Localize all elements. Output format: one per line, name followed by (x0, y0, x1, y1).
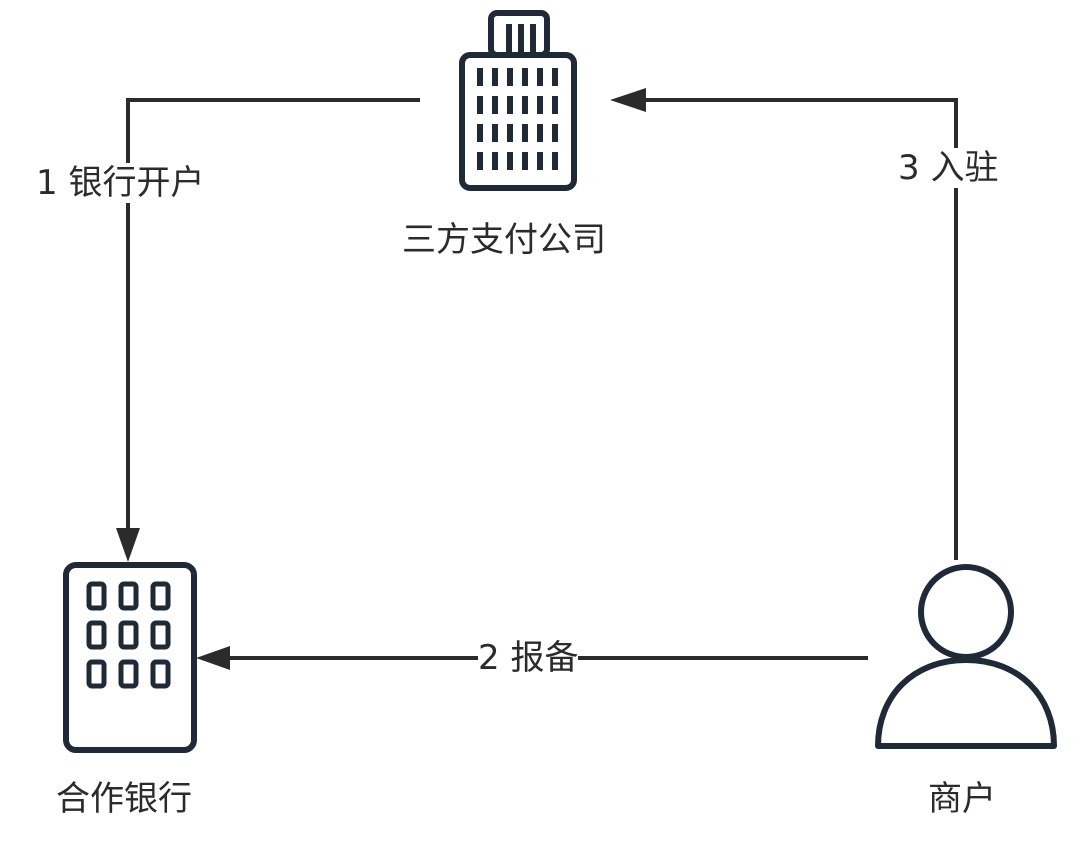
payment-company-label: 三方支付公司 (402, 220, 606, 260)
edge-onboard-line (630, 98, 958, 560)
edge-report-label: 2 报备 (478, 638, 579, 678)
building-icon (63, 562, 197, 753)
edge-onboard-label: 3 入驻 (898, 148, 999, 188)
merchant-label: 商户 (928, 779, 996, 819)
edge-open-account-label: 1 银行开户 (36, 163, 205, 203)
partner-bank-label: 合作银行 (56, 779, 192, 819)
edge-open-account-arrowhead (116, 528, 140, 562)
user-icon (875, 564, 1057, 749)
edge-onboard-arrowhead (610, 88, 646, 112)
office-tower-icon (459, 10, 577, 191)
edge-open-account-line (126, 98, 420, 548)
edge-report-arrowhead (196, 646, 230, 670)
